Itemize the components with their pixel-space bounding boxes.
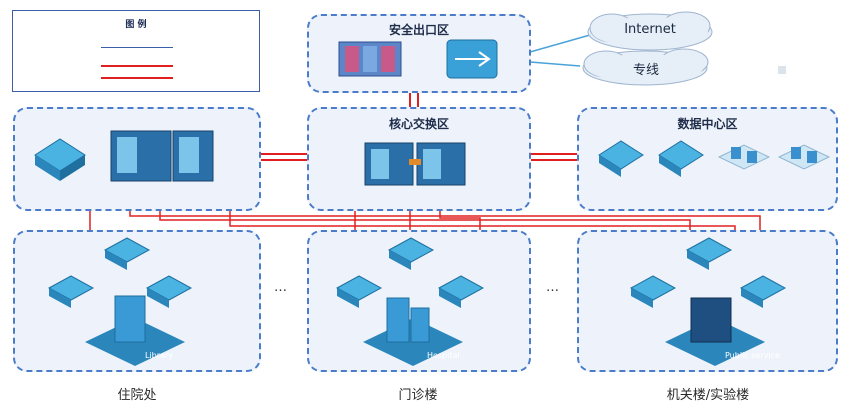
access-switch-icon <box>685 237 733 270</box>
switch-icon <box>34 138 86 181</box>
left-server-zone <box>13 107 261 211</box>
building-zone-admin-lab: Public service <box>577 230 838 372</box>
dc-switch-icon-1 <box>598 140 644 177</box>
dc-switch-icon-2 <box>658 140 704 177</box>
legend-line-blue <box>101 47 173 48</box>
core-zone-title: 核心交换区 <box>388 117 449 131</box>
ellipsis-left: … <box>274 280 288 295</box>
building-zone-inpatient: Library <box>13 230 261 372</box>
security-exit-zone: 安全出口区 <box>307 14 531 93</box>
datacenter-zone-title: 数据中心区 <box>677 117 738 131</box>
core-switch-icon <box>364 142 466 186</box>
distribution-switch-icon-left <box>335 275 383 308</box>
building-links <box>89 210 761 232</box>
label-inpatient: 住院处 <box>117 388 157 403</box>
private-line-link <box>529 61 581 67</box>
legend-line-red-a <box>101 65 173 67</box>
building-tag: Hospital <box>427 351 460 360</box>
building-tag: Library <box>145 351 173 360</box>
private-line-cloud <box>582 48 709 86</box>
security-zone-title: 安全出口区 <box>388 23 449 37</box>
legend-box: 图 例 <box>12 10 260 92</box>
server-rack-icon <box>110 130 214 182</box>
building-zone-outpatient: Hospital <box>307 230 531 372</box>
distribution-switch-icon-right <box>739 275 787 308</box>
datacenter-zone: 数据中心区 <box>577 107 838 211</box>
ellipsis-right: … <box>546 280 560 295</box>
legend-line-red-b <box>101 77 173 79</box>
access-switch-icon <box>103 237 151 270</box>
access-switch-icon <box>387 237 435 270</box>
label-admin-lab: 机关楼/实验楼 <box>666 388 750 403</box>
label-outpatient: 门诊楼 <box>398 388 438 403</box>
private-line-label: 专线 <box>632 63 659 78</box>
distribution-switch-icon-right <box>145 275 193 308</box>
internet-cloud <box>587 11 713 51</box>
legend-title: 图 例 <box>125 20 147 30</box>
distribution-switch-icon-right <box>437 275 485 308</box>
small-square-icon <box>778 66 786 74</box>
internet-label: Internet <box>624 22 676 37</box>
building-tag: Public service <box>725 351 780 360</box>
distribution-switch-icon-left <box>629 275 677 308</box>
internet-link <box>529 34 591 53</box>
firewall-icon <box>338 41 402 77</box>
building-icon <box>665 297 765 366</box>
dc-storage-icon-1 <box>717 144 771 170</box>
router-icon <box>446 39 498 79</box>
distribution-switch-icon-left <box>47 275 95 308</box>
building-icon <box>363 297 463 366</box>
building-icon <box>85 295 185 366</box>
core-switch-zone: 核心交换区 <box>307 107 531 211</box>
dc-storage-icon-2 <box>777 144 831 170</box>
